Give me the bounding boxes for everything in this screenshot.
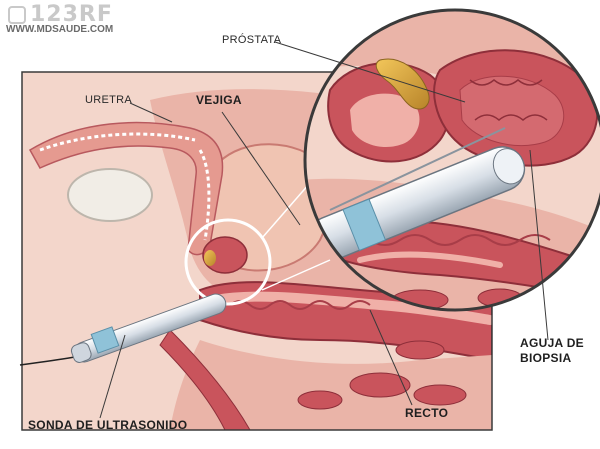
brand-mark-icon [8, 5, 26, 24]
biopsy-needle-zoom [329, 127, 506, 211]
ultrasound-probe [19, 293, 227, 366]
pubic-bone [67, 168, 153, 222]
label-uretra: URETRA [85, 94, 133, 106]
label-vejiga: VEJIGA [196, 93, 242, 107]
watermark-brand: 123RF [30, 2, 113, 27]
leader-lines [99, 41, 549, 419]
magnifier-small-circle [184, 218, 272, 306]
watermark-logo: 123RF [8, 2, 113, 27]
prostate-small [202, 236, 248, 274]
zoom-detail [305, 10, 600, 310]
zoom-circle-outline [303, 8, 600, 312]
watermark-site: WWW.MDSAUDE.COM [6, 24, 114, 35]
label-prostata: PRÓSTATA [222, 34, 282, 46]
label-aguja-line1: AGUJA DE [520, 336, 584, 350]
label-recto: RECTO [405, 406, 449, 420]
label-aguja-line2: BIOPSIA [520, 351, 572, 365]
label-sonda: SONDA DE ULTRASONIDO [28, 418, 188, 432]
